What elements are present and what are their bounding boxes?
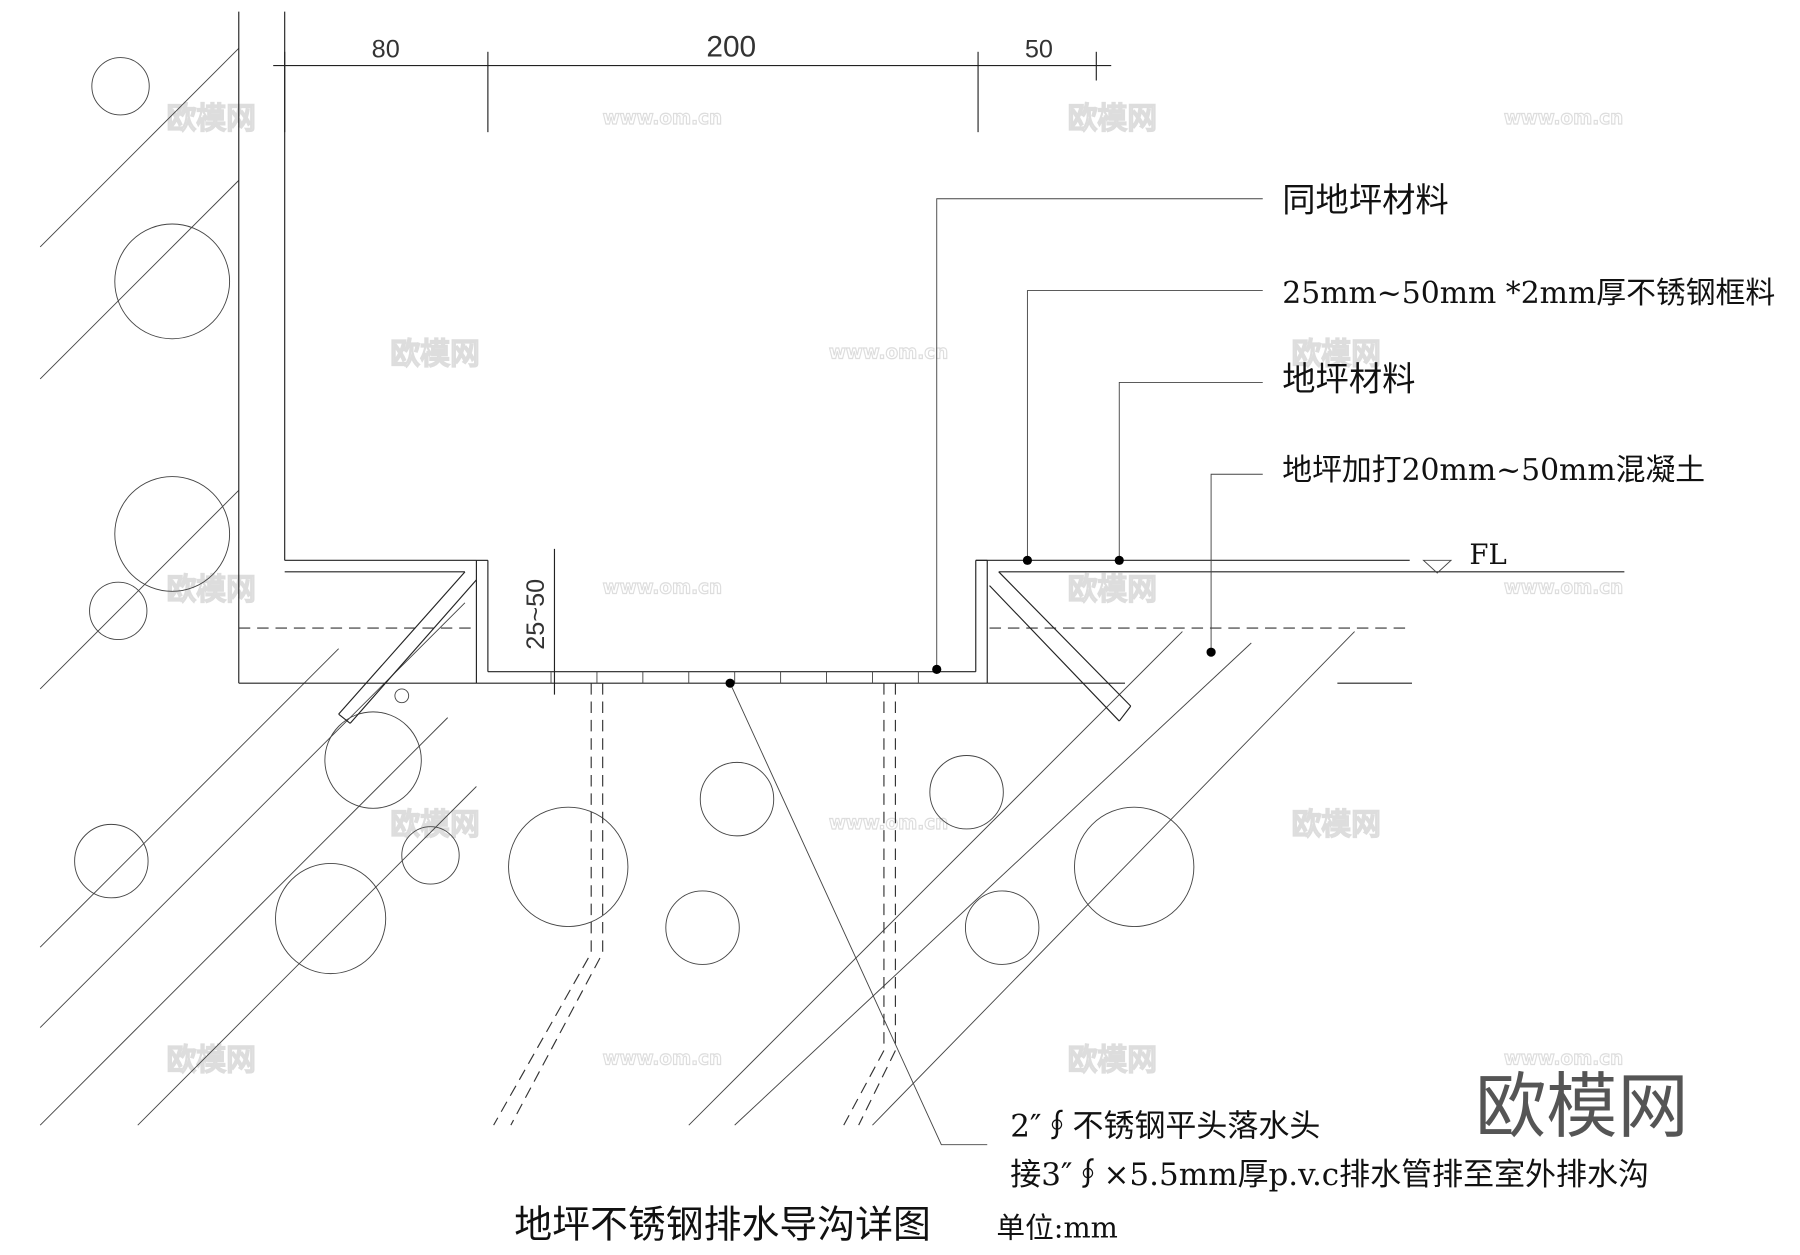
label-concrete: 地坪加打20mm~50mm混凝土 (1282, 453, 1705, 488)
leader-lines (729, 198, 1263, 1146)
leader-dots (725, 555, 1216, 688)
watermark-logo-large: 欧模网 (1475, 1065, 1688, 1148)
drawing-title: 地坪不锈钢排水导沟详图 (514, 1203, 931, 1247)
label-drain-head: 2″∮不锈钢平头落水头 (1010, 1109, 1320, 1145)
drain-trench (338, 559, 1132, 724)
label-pvc-pipe: 接3″∮×5.5mm厚p.v.c排水管排至室外排水沟 (1010, 1157, 1649, 1193)
dimension-lines (273, 51, 1112, 695)
fl-label: FL (1469, 539, 1506, 571)
grating-ticks (550, 671, 919, 684)
watermark-logo: 欧模网 (1068, 1043, 1157, 1078)
watermark-logo: 欧模网 (166, 572, 255, 607)
watermark-url: www.om.cn (603, 108, 722, 129)
watermark-url: www.om.cn (603, 1048, 722, 1069)
watermarks: 欧模网 www.om.cn 欧模网 www.om.cn 欧模网 www.om.c… (166, 101, 1624, 1078)
watermark-url: www.om.cn (1504, 578, 1623, 599)
watermark-url: www.om.cn (1504, 1048, 1623, 1069)
dimension-vertical: 25~50 (522, 579, 550, 650)
watermark-url: www.om.cn (603, 578, 722, 599)
watermark-url: www.om.cn (1504, 108, 1623, 129)
fl-level-marker-icon (1422, 559, 1453, 574)
label-floor-material: 地坪材料 (1282, 359, 1415, 398)
watermark-url: www.om.cn (829, 342, 948, 363)
dimension-200: 200 (706, 30, 756, 63)
watermark-logo: 欧模网 (1068, 572, 1157, 607)
watermark-url: www.om.cn (829, 813, 948, 834)
watermark-logo: 欧模网 (166, 1043, 255, 1078)
watermark-logo: 欧模网 (390, 337, 479, 372)
label-same-floor-material: 同地坪材料 (1282, 180, 1448, 219)
dimension-50: 50 (1025, 36, 1053, 64)
drain-pipe (493, 683, 896, 1126)
label-steel-frame: 25mm~50mm *2mm厚不锈钢框料 (1282, 276, 1775, 311)
watermark-logo: 欧模网 (1068, 102, 1157, 137)
watermark-logo: 欧模网 (166, 102, 255, 137)
watermark-logo: 欧模网 (1291, 808, 1380, 843)
aggregate-circles (74, 57, 1195, 975)
dimension-80: 80 (372, 36, 400, 64)
watermark-logo: 欧模网 (1291, 337, 1380, 372)
watermark-logo: 欧模网 (390, 808, 479, 843)
unit-label: 单位:mm (996, 1211, 1117, 1245)
